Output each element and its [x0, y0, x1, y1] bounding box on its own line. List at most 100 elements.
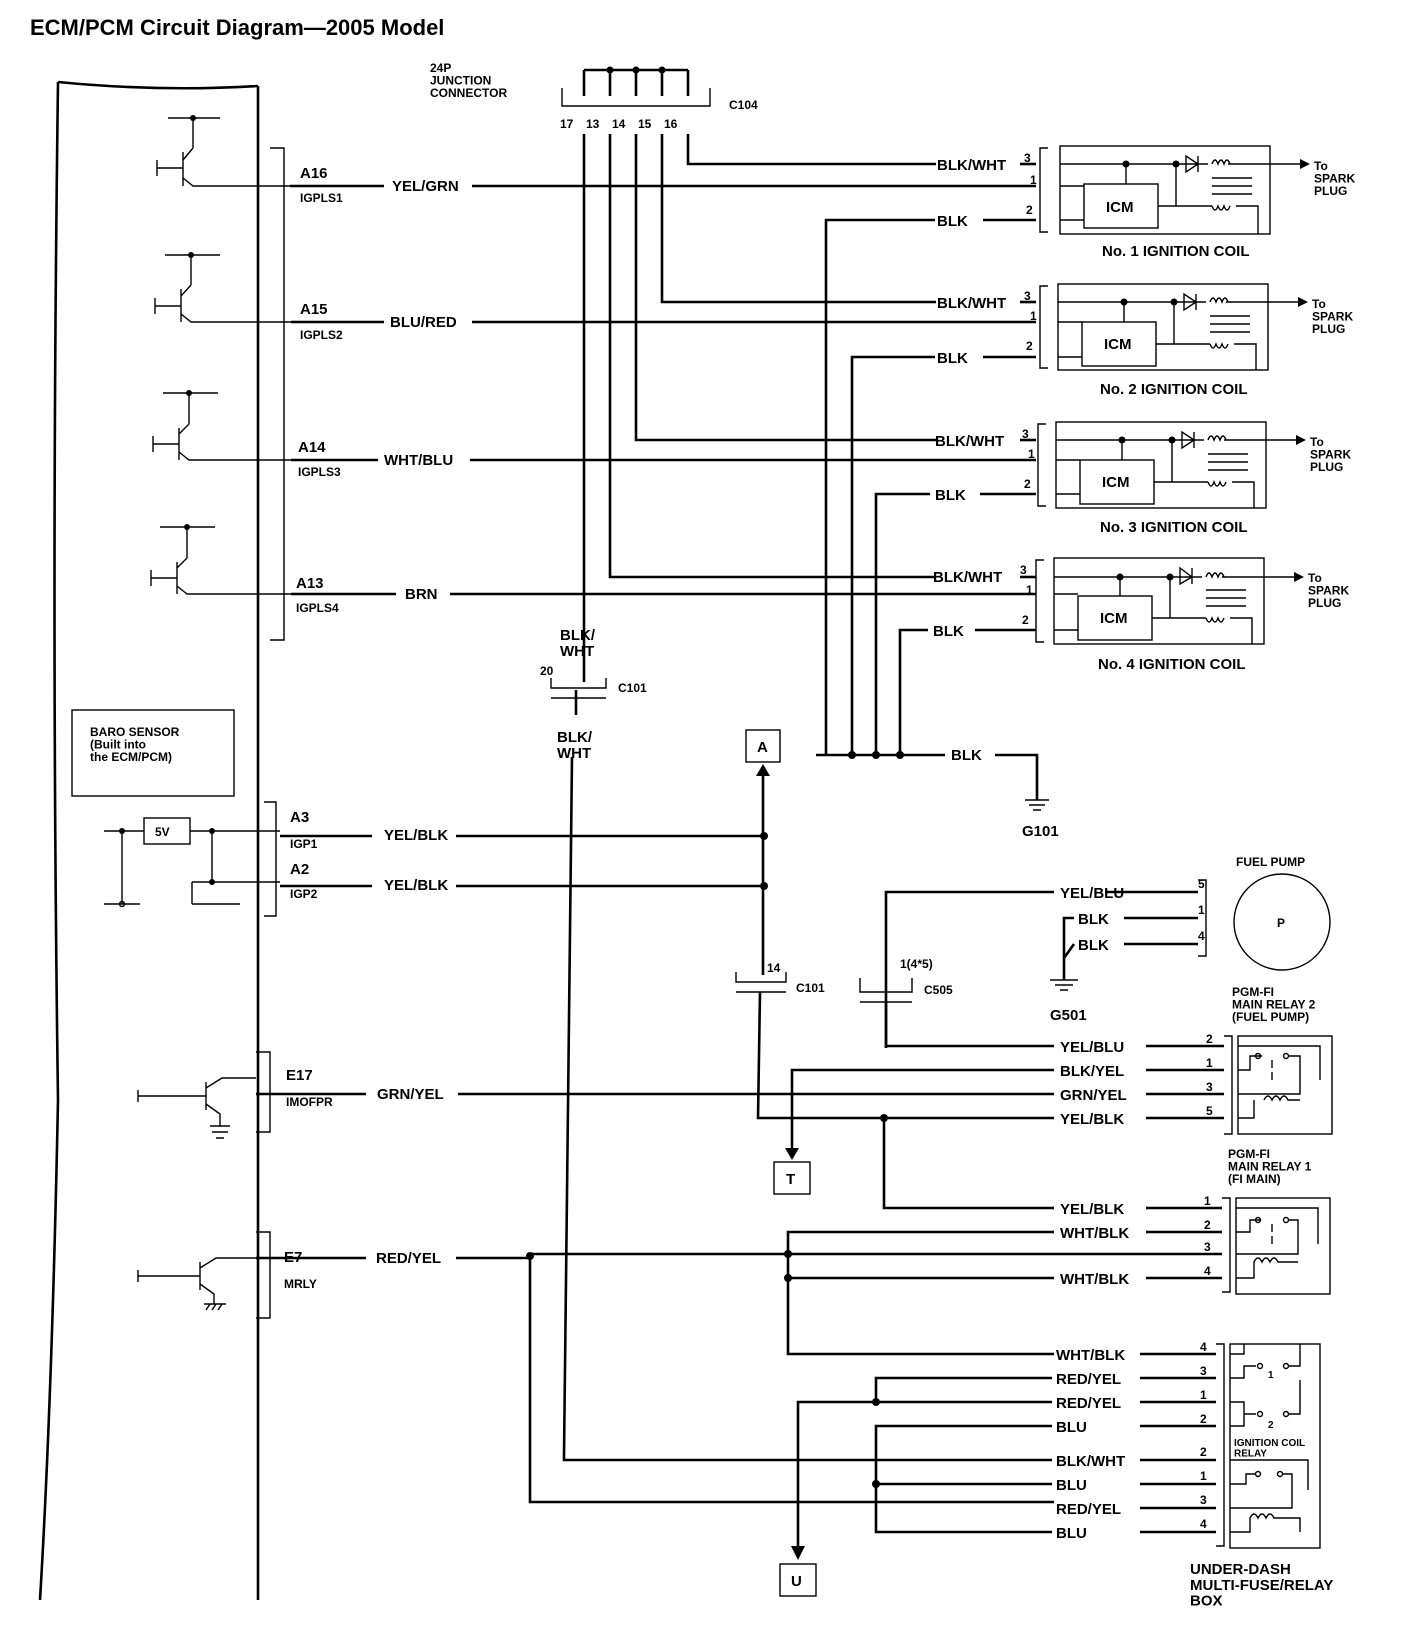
under-dash-box: WHT/BLK RED/YEL RED/YEL BLU BLK/WHT BLU … — [1056, 1340, 1333, 1610]
diagram-title: ECM/PCM Circuit Diagram—2005 Model — [30, 15, 444, 40]
coil-blk: BLK — [937, 350, 968, 367]
tag-t: T — [786, 1171, 795, 1188]
c101-label-2: C101 — [796, 981, 825, 995]
yel-blk-distribution — [880, 1114, 1054, 1210]
relay1-wire: WHT/BLK — [1060, 1225, 1129, 1242]
underdash-wire: RED/YEL — [1056, 1371, 1121, 1388]
relay1-pin: 1 — [1204, 1194, 1211, 1208]
relay2-pin: 5 — [1206, 1104, 1213, 1118]
relay1-pin: 4 — [1204, 1264, 1211, 1278]
coil-pin: 1 — [1028, 447, 1035, 461]
underdash-pin: 1 — [1200, 1469, 1207, 1483]
icm-label: ICM — [1100, 610, 1128, 627]
connector-c101-pin20: BLK/WHT 20 C101 BLK/WHT — [540, 627, 647, 762]
coil-pin: 2 — [1024, 477, 1031, 491]
underdash-wire: BLK/WHT — [1056, 1453, 1125, 1470]
ecm-pin: A2 — [290, 861, 309, 878]
g501-label: G501 — [1050, 1007, 1087, 1024]
relay2-pin: 1 — [1206, 1056, 1213, 1070]
pump-wire: BLK — [1078, 937, 1109, 954]
relay2-pin: 2 — [1206, 1032, 1213, 1046]
coil-pin: 3 — [1024, 151, 1031, 165]
underdash-pin: 3 — [1200, 1364, 1207, 1378]
relay2-pin: 3 — [1206, 1080, 1213, 1094]
red-yel-blu-bus: U — [562, 1376, 1052, 1597]
ecm-coil-drivers — [150, 115, 291, 641]
ecm-pin: A13 — [296, 575, 324, 592]
igp-wire: YEL/BLK — [384, 827, 448, 844]
underdash-wire: BLU — [1056, 1477, 1087, 1494]
igp1-row: A3 IGP1 YEL/BLK — [280, 809, 768, 851]
coil-row-3: A14 IGPLS3 WHT/BLU BLK/WHT BLK — [291, 433, 1036, 504]
coil-blk: BLK — [933, 623, 964, 640]
underdash-wire: BLU — [1056, 1419, 1087, 1436]
icm-label: ICM — [1102, 474, 1130, 491]
ecm-pin: A15 — [300, 301, 328, 318]
coil-pin: 1 — [1030, 309, 1037, 323]
c101-pin: 20 — [540, 664, 554, 678]
pump-wire: YEL/BLU — [1060, 885, 1124, 902]
coil-blk: BLK — [935, 487, 966, 504]
coil-pin: 1 — [1026, 583, 1033, 597]
icm-label: ICM — [1104, 336, 1132, 353]
coil-pin: 2 — [1022, 613, 1029, 627]
ground-blk-label: BLK — [951, 747, 982, 764]
tag-t-feed: T — [773, 1068, 1054, 1195]
blk-wht-distribution — [562, 134, 936, 1456]
relay1-wire: WHT/BLK — [1060, 1271, 1129, 1288]
wht-blk-bus — [784, 1230, 1054, 1356]
tag-a: A — [757, 739, 768, 756]
pump-pin: 4 — [1198, 929, 1205, 943]
relay2-wire: BLK/YEL — [1060, 1063, 1124, 1080]
c505-label: C505 — [924, 983, 953, 997]
c104-label: C104 — [729, 98, 758, 112]
underdash-wire: WHT/BLK — [1056, 1347, 1125, 1364]
relay1-pin: 3 — [1204, 1240, 1211, 1254]
c101-wire-top: BLK/WHT — [560, 627, 596, 660]
relay1-wire: YEL/BLK — [1060, 1201, 1124, 1218]
underdash-pin: 2 — [1200, 1445, 1207, 1459]
junction-pin: 17 — [560, 117, 574, 131]
ecm-signal: IGPLS3 — [298, 465, 341, 479]
underdash-pin: 2 — [1200, 1412, 1207, 1426]
ecm-signal: IGPLS4 — [296, 601, 339, 615]
ecm-pin: E17 — [286, 1067, 313, 1084]
coil-pin: 1 — [1030, 173, 1037, 187]
fuel-pump: FUEL PUMP P 5 1 4 YEL/BLU BLK BLK G501 — [884, 855, 1331, 1048]
ecm-pin: A3 — [290, 809, 309, 826]
coil-name: No. 1 IGNITION COIL — [1102, 243, 1250, 260]
underdash-wire: RED/YEL — [1056, 1395, 1121, 1412]
junction-pin: 15 — [638, 117, 652, 131]
coil-name: No. 3 IGNITION COIL — [1100, 519, 1248, 536]
fuse-mark: 2 — [1268, 1420, 1274, 1431]
underdash-pin: 4 — [1200, 1340, 1207, 1354]
relay2-wire: YEL/BLK — [1060, 1111, 1124, 1128]
c101-wire-bottom: BLK/WHT — [557, 729, 593, 762]
coil-pin: 2 — [1026, 203, 1033, 217]
c101-label: C101 — [618, 681, 647, 695]
coil-pin: 3 — [1024, 289, 1031, 303]
relay2-wire: GRN/YEL — [1060, 1087, 1127, 1104]
connector-c505: 1(4*5) C505 — [859, 957, 1054, 1048]
ecm-signal: IGP1 — [290, 837, 318, 851]
pump-wire: BLK — [1078, 911, 1109, 928]
pump-p: P — [1277, 916, 1285, 930]
ecm-signal: IMOFPR — [286, 1095, 333, 1109]
pump-pin: 1 — [1198, 903, 1205, 917]
ecm-signal: IGPLS2 — [300, 328, 343, 342]
tag-u: U — [791, 1573, 802, 1590]
coil-bw: BLK/WHT — [933, 569, 1002, 586]
junction-pin: 16 — [664, 117, 678, 131]
fuse-mark: 1 — [1268, 1370, 1274, 1381]
ecm-signal: IGP2 — [290, 887, 318, 901]
coil-pin: 2 — [1026, 339, 1033, 353]
coil-bw: BLK/WHT — [935, 433, 1004, 450]
mrly-row: E7 MRLY RED/YEL — [137, 1231, 1054, 1504]
